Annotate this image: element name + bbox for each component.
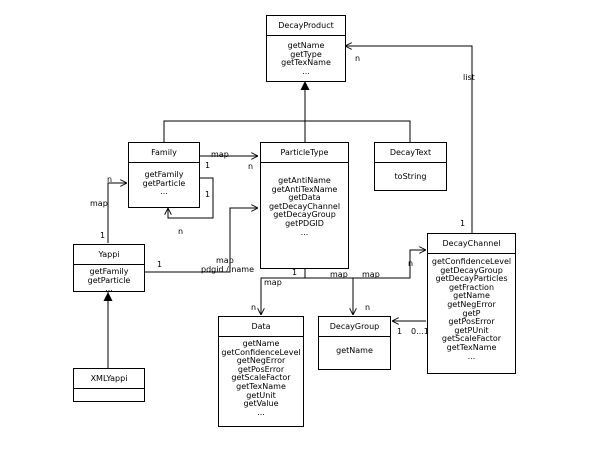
mult-family-to-type-1: 1 xyxy=(205,161,211,170)
class-decaychannel-title: DecayChannel xyxy=(428,234,515,254)
method: getNegError xyxy=(447,299,496,309)
class-decaytext-title: DecayText xyxy=(375,143,446,163)
class-decaygroup: DecayGroup getName xyxy=(318,316,391,370)
method: getPDGID xyxy=(285,218,324,228)
class-decayproduct: DecayProduct getName getType getTexName … xyxy=(266,15,346,82)
class-yappi: Yappi getFamily getParticle ... xyxy=(73,244,145,294)
mult-particletype-1: 1 xyxy=(292,268,298,277)
method: getFamily xyxy=(89,267,129,276)
method: getData xyxy=(288,193,321,203)
mult-yappi-to-family-1: 1 xyxy=(100,231,106,240)
class-data-title: Data xyxy=(219,317,303,337)
class-decaytext: DecayText toString xyxy=(374,142,447,191)
class-yappi-title: Yappi xyxy=(74,245,144,265)
method: getFamily xyxy=(144,170,184,179)
class-family-title: Family xyxy=(129,143,199,163)
association-type-to-group xyxy=(305,277,353,315)
class-particletype: ParticleType getAntiName getAntiTexName … xyxy=(260,142,349,269)
class-decaychannel: DecayChannel getConfidenceLevel getDecay… xyxy=(427,233,516,374)
method: getAntiName xyxy=(278,176,331,185)
association-yappi-to-type xyxy=(145,208,258,273)
class-decaygroup-title: DecayGroup xyxy=(319,317,390,337)
method: getP xyxy=(462,308,481,318)
method: getScaleFactor xyxy=(231,373,291,383)
method: getNegError xyxy=(236,356,286,366)
class-xmlyappi-title: XMLYappi xyxy=(74,369,144,389)
method: ... xyxy=(300,227,309,237)
class-data: Data getName getConfidenceLevel getNegEr… xyxy=(218,316,304,427)
mult-channel-to-group-1: 1 xyxy=(397,327,403,336)
mult-yappi-to-type-1: 1 xyxy=(157,260,163,269)
method: getPosError xyxy=(448,317,495,327)
role-yappi-to-type-map: map xyxy=(216,256,234,265)
association-family-self xyxy=(168,177,214,219)
role-type-to-group: map xyxy=(330,270,348,279)
mult-yappi-to-family-n: n xyxy=(107,175,113,184)
method: getTexName xyxy=(446,342,497,352)
method: getName xyxy=(453,291,490,301)
method: getName xyxy=(242,339,280,348)
method: getDecayGroup xyxy=(440,265,503,275)
class-decayproduct-title: DecayProduct xyxy=(267,16,345,36)
association-type-to-data xyxy=(261,268,306,315)
mult-family-self-1: 1 xyxy=(205,190,211,199)
method: ... xyxy=(467,351,476,361)
inheritance-to-decayproduct xyxy=(163,81,411,143)
method: getDecayChannel xyxy=(268,201,341,211)
method: getValue xyxy=(243,399,279,409)
method: getDecayGroup xyxy=(273,210,336,220)
mult-type-to-channel-n: n xyxy=(408,259,414,268)
method: getScaleFactor xyxy=(441,334,502,344)
method: getConfidenceLevel xyxy=(431,257,512,266)
method: ... xyxy=(105,284,113,294)
mult-family-to-type-n: n xyxy=(248,162,254,171)
mult-channel-to-product-n: n xyxy=(355,54,361,63)
method: getAntiTexName xyxy=(271,184,338,194)
class-xmlyappi: XMLYappi xyxy=(73,368,145,402)
method: getFraction xyxy=(448,282,495,292)
method: getParticle xyxy=(87,275,131,285)
class-family: Family getFamily getParticle ... xyxy=(128,142,200,208)
association-type-to-channel xyxy=(305,250,426,279)
association-channel-to-product xyxy=(345,46,473,233)
method: ... xyxy=(160,187,168,197)
method: getDecayParticles xyxy=(435,274,508,284)
role-family-to-type: map xyxy=(211,150,229,159)
method: getPosError xyxy=(237,364,285,374)
method: getConfidenceLevel xyxy=(221,347,301,357)
mult-type-to-group-n: n xyxy=(365,303,371,312)
method: getName xyxy=(336,346,373,355)
method: getName xyxy=(287,41,325,50)
class-particletype-title: ParticleType xyxy=(261,143,348,163)
method: getTexName xyxy=(281,58,331,68)
role-yappi-to-type-pdgid: pdgid / name xyxy=(201,265,255,274)
method: toString xyxy=(394,172,427,181)
mult-channel-to-group-01: 0...1 xyxy=(411,327,429,336)
method: getParticle xyxy=(142,178,186,188)
method: getTexName xyxy=(236,381,286,391)
method: getType xyxy=(290,49,322,59)
role-type-to-data: map xyxy=(264,278,282,287)
method: getPUnit xyxy=(454,325,489,335)
method: ... xyxy=(302,66,310,76)
mult-channel-to-product-1: 1 xyxy=(460,219,466,228)
role-channel-to-product: list xyxy=(463,73,475,82)
association-yappi-to-family xyxy=(107,183,127,243)
method: getUnit xyxy=(246,390,276,400)
role-yappi-to-family: map xyxy=(90,199,108,208)
mult-family-self-n: n xyxy=(178,227,184,236)
mult-type-to-data-n: n xyxy=(251,303,257,312)
method: ... xyxy=(257,407,265,417)
role-type-to-channel: map xyxy=(362,270,380,279)
